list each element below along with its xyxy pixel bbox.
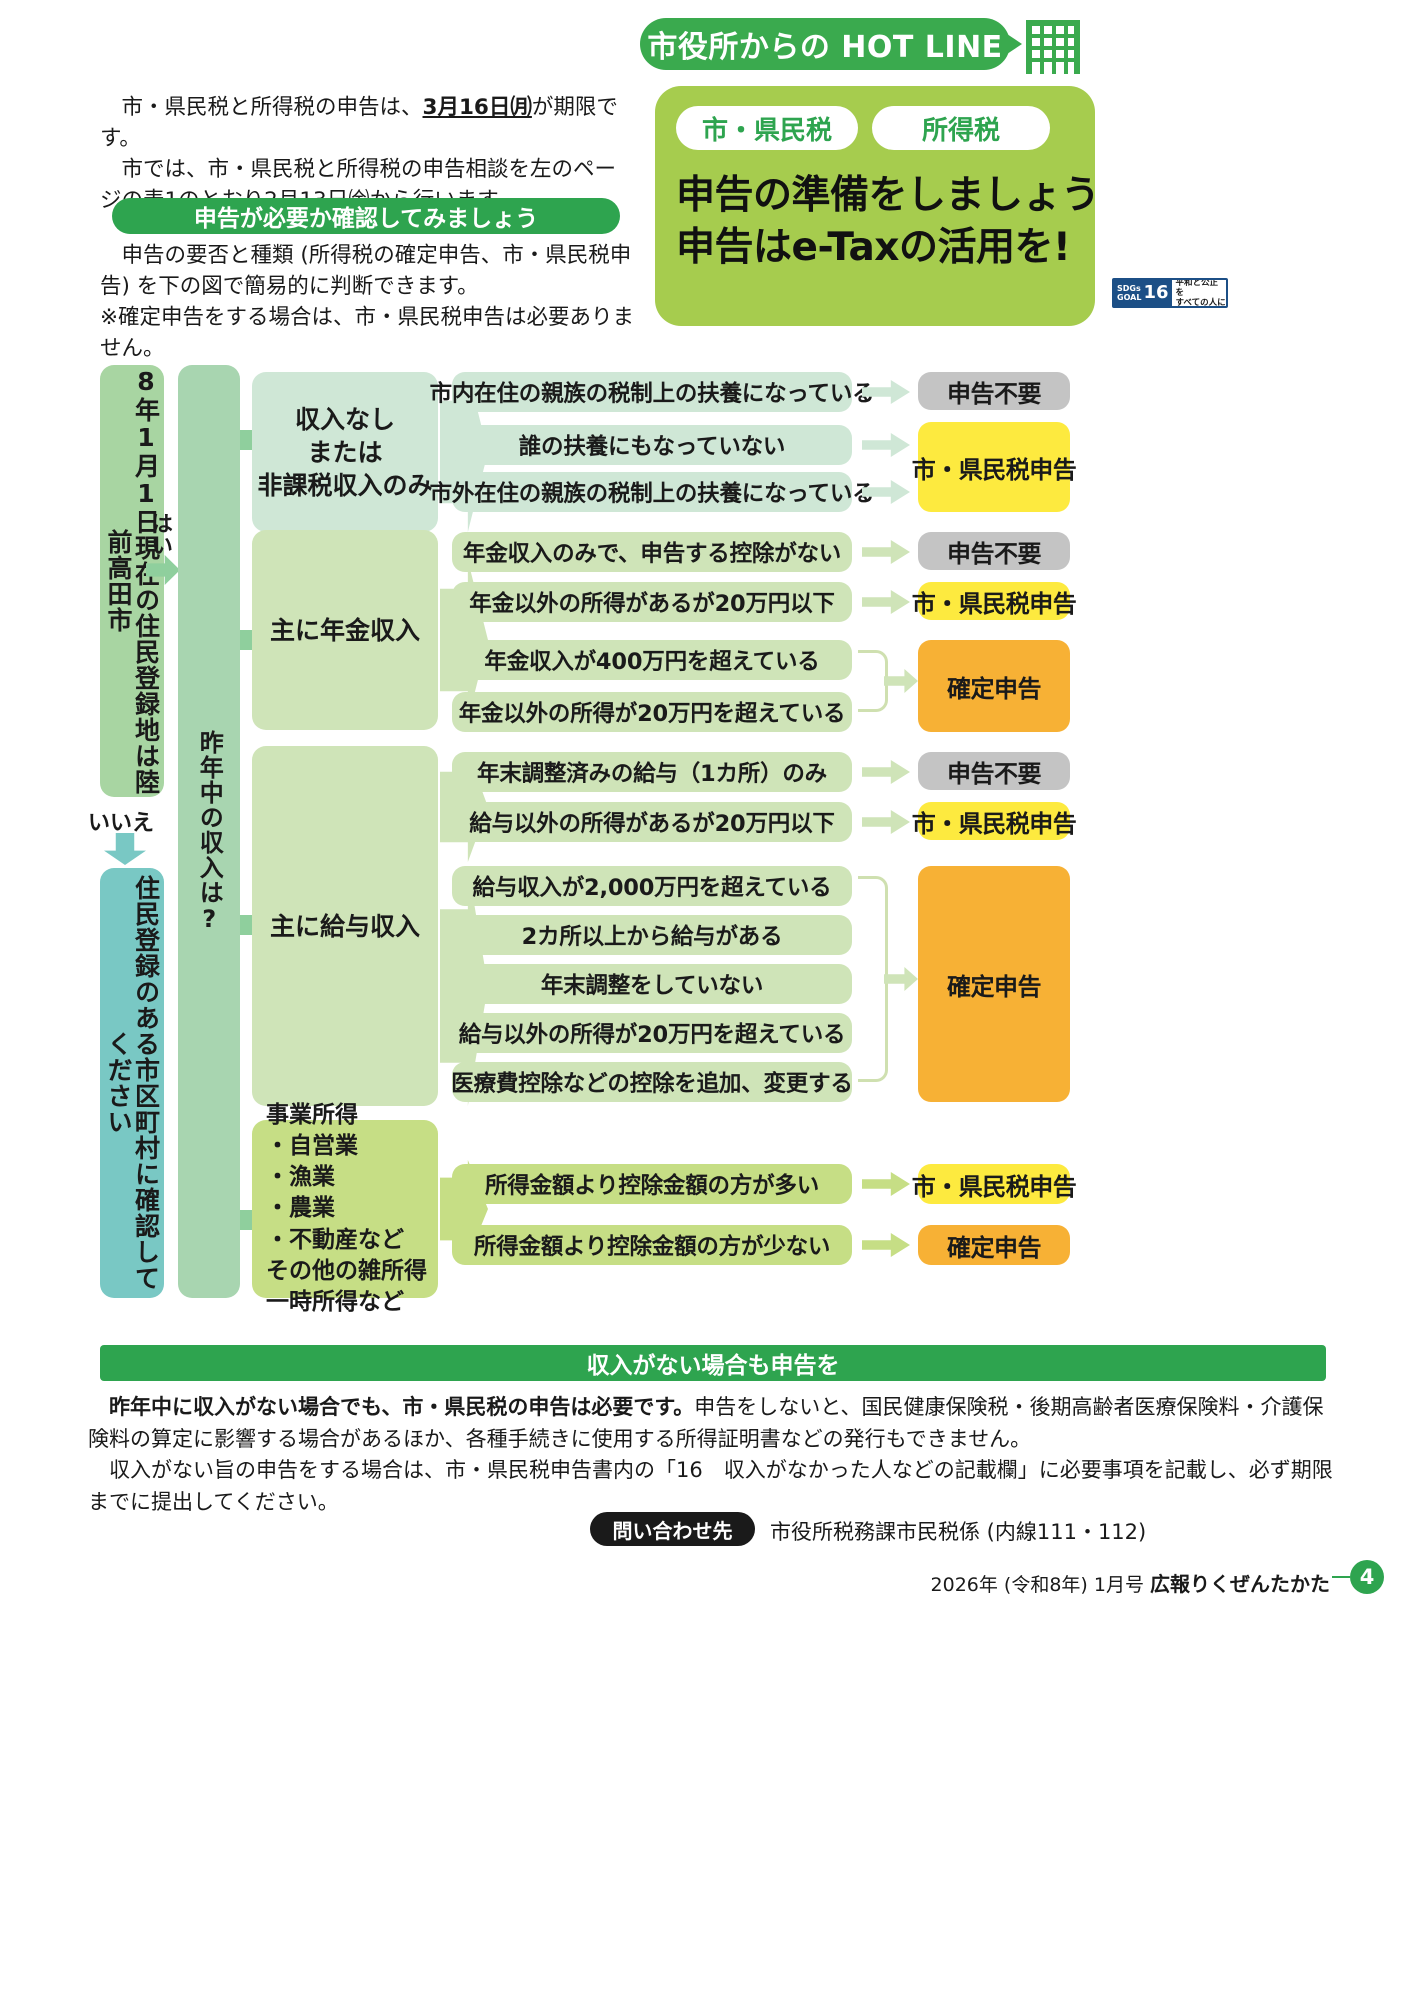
bottom-para-1: 昨年中に収入がない場合でも、市・県民税の申告は必要です。申告をしないと、国民健康… <box>88 1392 1338 1455</box>
decision-flowchart: 8年1月1日現在の住民登録地は陸前高田市 はい いいえ 住民登録のある市区町村に… <box>88 365 1077 1315</box>
intro-block-2: 申告の要否と種類 (所得税の確定申告、市・県民税申告) を下の図で簡易的に判断で… <box>100 240 640 364</box>
tag-income-tax: 所得税 <box>872 106 1050 150</box>
sdgs-label-top: SDGs <box>1117 284 1141 293</box>
sdgs-number: 16 <box>1143 282 1169 303</box>
flow-no-result: 住民登録のある市区町村に確認してください <box>100 868 164 1298</box>
bottom-para-2: 収入がない旨の申告をする場合は、市・県民税申告書内の「16 収入がなかった人など… <box>88 1458 1333 1514</box>
flow-result-2-1: 市・県民税申告 <box>912 802 1077 840</box>
bottom-text-block: 昨年中に収入がない場合でも、市・県民税の申告は必要です。申告をしないと、国民健康… <box>88 1392 1338 1518</box>
intro-para-1b: が期限です。 <box>100 95 618 151</box>
flow-start-question: 8年1月1日現在の住民登録地は陸前高田市 <box>100 365 164 797</box>
page-number-line <box>1332 1576 1350 1578</box>
bottom-section-title: 収入がない場合も申告を <box>586 1353 840 1379</box>
flow-category-3: 事業所得 ・自営業 ・漁業 ・農業 ・不動産など その他の雑所得 一時所得など <box>252 1102 438 1315</box>
flow-result-1-1: 市・県民税申告 <box>912 582 1077 620</box>
flow-item-2-1: 給与以外の所得があるが20万円以下 <box>452 802 852 842</box>
contact-label: 問い合わせ先 <box>612 1518 733 1543</box>
intro-ribbon: 申告が必要か確認してみましょう <box>112 198 620 234</box>
hotline-title: 市役所からの HOT LINE <box>647 30 1003 65</box>
intro-para-3: 申告の要否と種類 (所得税の確定申告、市・県民税申告) を下の図で簡易的に判断で… <box>100 243 632 299</box>
flow-arrow-3-0-icon <box>862 1172 910 1196</box>
footer-title: 広報りくぜんたかた <box>1150 1572 1330 1596</box>
flow-category-2: 主に給与収入 <box>252 746 438 1106</box>
sdgs-text-2: すべての人に <box>1175 298 1226 308</box>
sdgs-badge-right: 平和と公正を すべての人に <box>1172 280 1226 306</box>
intro-para-1: 市・県民税と所得税の申告は、3月16日㈪が期限です。 <box>100 92 630 154</box>
flow-arrow-1-1-icon <box>862 590 910 614</box>
flow-arrow-1-2-icon <box>884 669 918 693</box>
flow-item-1-2: 年金収入が400万円を超えている <box>452 640 852 680</box>
flow-item-0-0: 市内在住の親族の税制上の扶養になっている <box>430 372 875 412</box>
flow-arrow-2-1-icon <box>862 810 910 834</box>
flow-item-2-6: 医療費控除などの控除を追加、変更する <box>451 1062 853 1102</box>
bottom-section-bar: 収入がない場合も申告を <box>100 1345 1326 1381</box>
footer-info: 2026年 (令和8年) 1月号 広報りくぜんたかた <box>931 1568 1330 1597</box>
sdgs-badge: SDGs GOAL 16 平和と公正を すべての人に <box>1112 278 1228 308</box>
flow-item-3-0: 所得金額より控除金額の方が多い <box>452 1164 852 1204</box>
promo-headline-1: 申告の準備をしましょう <box>676 173 1100 218</box>
flow-result-0-0: 申告不要 <box>918 372 1070 410</box>
flow-item-2-0: 年末調整済みの給与（1カ所）のみ <box>452 752 852 792</box>
flow-arrow-2-0-icon <box>862 760 910 784</box>
tag-income-tax-label: 所得税 <box>921 115 1000 146</box>
hotline-header-bar: 市役所からの HOT LINE <box>640 18 1010 70</box>
flow-yes-label: はい <box>147 512 172 556</box>
flow-item-1-3: 年金以外の所得が20万円を超えている <box>452 692 852 732</box>
flow-result-3-0: 市・県民税申告 <box>912 1164 1077 1204</box>
flow-arrow-2-2-icon <box>884 967 918 991</box>
flow-item-1-0: 年金収入のみで、申告する控除がない <box>452 532 852 572</box>
flow-income-question: 昨年中の収入は? <box>178 365 240 1298</box>
flow-item-2-3: 2カ所以上から給与がある <box>452 915 852 955</box>
flow-item-0-2: 市外在住の親族の税制上の扶養になっている <box>430 472 875 512</box>
hotline-arrow-tail <box>1004 32 1022 56</box>
city-hall-icon <box>1026 20 1080 74</box>
flow-item-2-2: 給与収入が2,000万円を超えている <box>452 866 852 906</box>
flow-no-arrow-icon <box>104 833 146 865</box>
flow-item-2-4: 年末調整をしていない <box>452 964 852 1004</box>
flow-arrow-0-1-icon <box>862 433 910 457</box>
contact-label-pill: 問い合わせ先 <box>590 1512 755 1546</box>
flow-result-1-2: 確定申告 <box>918 640 1070 732</box>
intro-para-4: ※確定申告をする場合は、市・県民税申告は必要ありません。 <box>100 305 635 361</box>
promo-headline-2: 申告はe-Taxの活用を! <box>676 225 1071 270</box>
flow-category-0: 収入なし または 非課税収入のみ <box>252 372 438 532</box>
bottom-para-1-bold: 昨年中に収入がない場合でも、市・県民税の申告は必要です。 <box>109 1395 695 1419</box>
flow-result-2-0: 申告不要 <box>918 752 1070 790</box>
flow-item-3-1: 所得金額より控除金額の方が少ない <box>452 1225 852 1265</box>
intro-ribbon-label: 申告が必要か確認してみましょう <box>193 206 539 232</box>
flow-result-0-1: 市・県民税申告 <box>912 422 1077 512</box>
bottom-para-1-rest: 申告をしないと、国民健康保険税・後期高齢者医療保険料・介護保険料の算定に影響する… <box>88 1395 1324 1451</box>
flow-bracket-1-icon <box>858 650 888 712</box>
flow-no-label: いいえ <box>88 811 155 836</box>
sdgs-badge-left: SDGs GOAL 16 <box>1114 280 1172 306</box>
tag-resident-tax-label: 市・県民税 <box>701 115 832 146</box>
flow-item-1-1: 年金以外の所得があるが20万円以下 <box>452 582 852 622</box>
flow-arrow-3-1-icon <box>862 1233 910 1257</box>
flow-item-0-1: 誰の扶養にもなっていない <box>452 425 852 465</box>
tag-resident-tax: 市・県民税 <box>676 106 858 150</box>
flow-item-2-5: 給与以外の所得が20万円を超えている <box>452 1013 852 1053</box>
flow-result-2-2: 確定申告 <box>918 866 1070 1102</box>
flow-arrow-1-0-icon <box>862 540 910 564</box>
sdgs-label-bottom: GOAL <box>1117 293 1142 302</box>
sdgs-text-1: 平和と公正を <box>1175 278 1219 298</box>
flow-result-3-1: 確定申告 <box>918 1225 1070 1265</box>
page-number: 4 <box>1350 1560 1384 1594</box>
flow-result-1-0: 申告不要 <box>918 532 1070 570</box>
flow-bracket-2-icon <box>858 876 888 1082</box>
intro-para-1a: 市・県民税と所得税の申告は、 <box>121 95 423 120</box>
contact-value: 市役所税務課市民税係 (内線111・112) <box>770 1520 1147 1544</box>
intro-deadline-date: 3月16日㈪ <box>422 95 532 120</box>
footer-date: 2026年 (令和8年) 1月号 <box>930 1574 1144 1596</box>
flow-category-1: 主に年金収入 <box>252 530 438 730</box>
